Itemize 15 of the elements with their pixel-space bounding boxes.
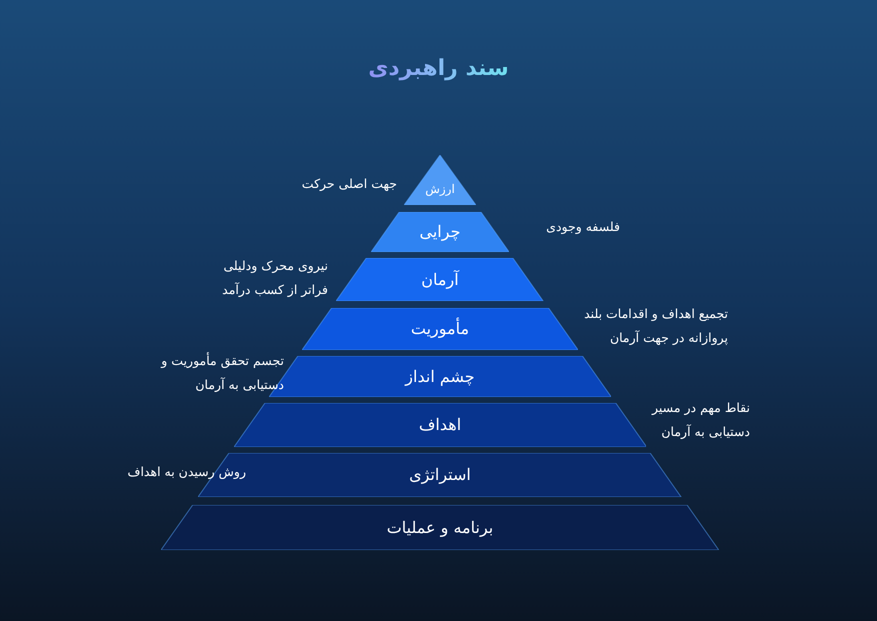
level-label: اهداف (418, 414, 462, 436)
level-label: برنامه و عملیات (386, 516, 494, 539)
level-label: آرمان (421, 268, 459, 291)
level-label: چشم انداز (405, 366, 475, 388)
level-note: نقاط مهم در مسیر دستیابی به آرمان (650, 399, 750, 441)
level-label: مأموریت (410, 317, 470, 340)
level-note: تجسم تحقق مأموریت و دستیابی به آرمان (160, 351, 284, 394)
level-label: ارزش (425, 181, 455, 198)
level-label: استراتژی (409, 464, 471, 486)
level-note: فلسفه وجودی (545, 218, 620, 236)
level-note: روش رسیدن به اهداف (126, 463, 246, 481)
level-note: نیروی محرک ودلیلی فراتر از کسب درآمد (221, 257, 328, 299)
level-note: جهت اصلی حرکت (300, 175, 397, 193)
level-label: چرایی (420, 221, 460, 243)
level-note: تجمیع اهداف و اقدامات بلند پروازانه در جهت آرمان (583, 305, 728, 347)
